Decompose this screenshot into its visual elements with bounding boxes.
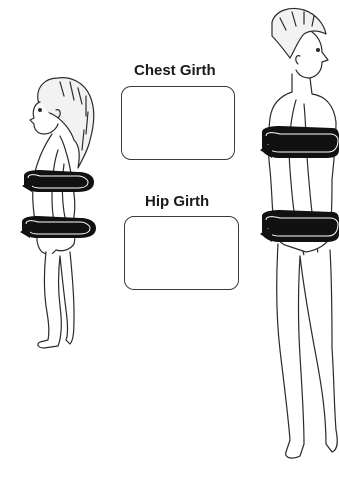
- chest-girth-box: [121, 86, 235, 160]
- child-legs: [38, 252, 61, 348]
- adult-legs: [277, 244, 304, 458]
- child-chest-band: [22, 170, 94, 192]
- hip-girth-label: Hip Girth: [145, 193, 209, 210]
- adult-hip-band: [260, 210, 339, 242]
- child-figure: [30, 78, 94, 348]
- child-hip-band: [20, 216, 96, 238]
- chest-girth-label: Chest Girth: [134, 62, 216, 79]
- hip-girth-box: [124, 216, 239, 290]
- adult-chest-band: [260, 126, 339, 158]
